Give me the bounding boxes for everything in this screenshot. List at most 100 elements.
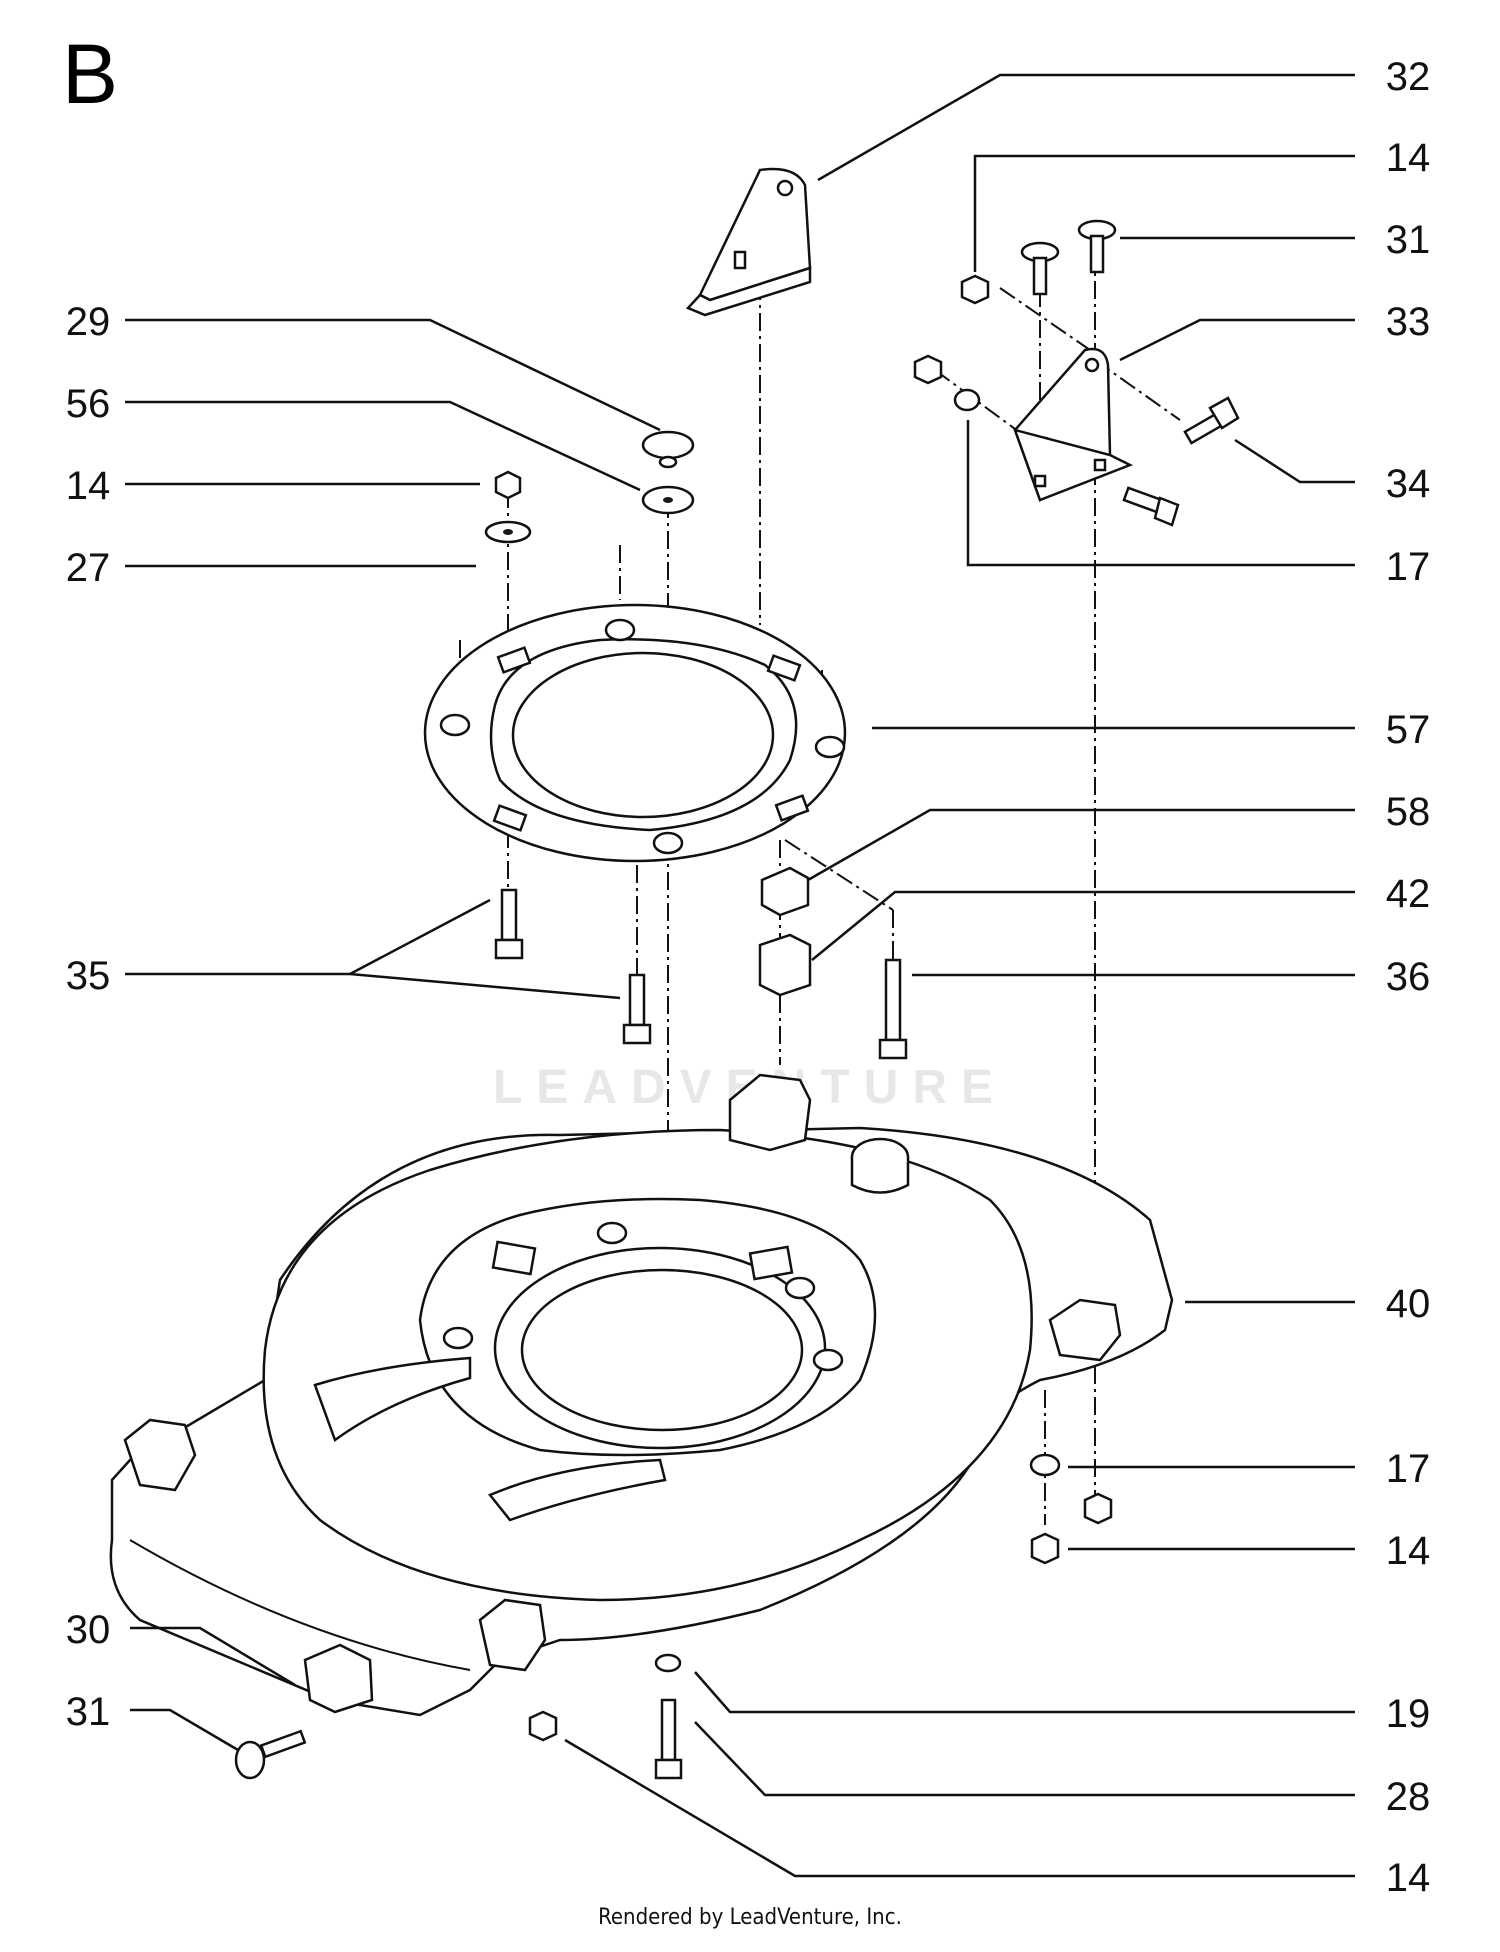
nut-14-lower-mid (1030, 1532, 1060, 1565)
leader-34 (1234, 438, 1355, 484)
callout-label-35: 35 (66, 954, 111, 998)
callout-label-14: 14 (1386, 1856, 1431, 1900)
callout-label-14: 14 (66, 464, 111, 508)
callout-label-19: 19 (1386, 1692, 1431, 1736)
callout-label-33: 33 (1386, 300, 1431, 344)
callout-label-29: 29 (66, 300, 111, 344)
motor-plate (423, 603, 847, 863)
callout-labels: 3214313334175758423640171419281429561427… (66, 55, 1431, 1900)
hardware (234, 219, 1240, 1780)
bolt-35-mid-shank (628, 973, 646, 1027)
washer-19 (654, 1653, 682, 1673)
bolt-36-shank (884, 958, 902, 1042)
motor-plate-hole-2 (604, 618, 636, 642)
leader-58 (807, 808, 1355, 882)
nut-14-upper-mid (913, 354, 943, 385)
callout-label-30: 30 (66, 1608, 111, 1652)
bracket-32-slot (733, 250, 747, 270)
bolt-35-mid-head (622, 1023, 652, 1045)
carriage-bolt-31-b-shank (1089, 234, 1105, 274)
clip-58 (760, 866, 810, 917)
deck-boss-4 (812, 1348, 844, 1372)
bracket-33-foot-slot-1 (1033, 474, 1047, 488)
leader-14-top (973, 154, 1355, 272)
leader-31-low (130, 1708, 239, 1752)
leader-29 (125, 318, 661, 432)
carriage-bolt-31-low-shank (259, 1729, 307, 1759)
bolt-34b-head (1153, 496, 1180, 527)
callout-label-28: 28 (1386, 1775, 1431, 1819)
bolt-36-head (878, 1038, 908, 1060)
leader-14-front (564, 1738, 1355, 1878)
callout-label-14: 14 (1386, 136, 1431, 180)
bolt-28-shank (660, 1698, 677, 1762)
bolt-35-left-head (494, 938, 524, 960)
callout-label-34: 34 (1386, 462, 1431, 506)
leaders-left (125, 318, 661, 1752)
deck-rim-edge (129, 1539, 471, 1671)
callout-label-17: 17 (1386, 1447, 1431, 1491)
leader-32 (817, 73, 1355, 182)
leader-17-top (966, 420, 1355, 567)
bracket-32-foot (685, 266, 812, 317)
callout-label-36: 36 (1386, 955, 1431, 999)
leader-30 (130, 1626, 296, 1687)
clip-30 (303, 1643, 374, 1714)
axis-nut-14-top (999, 287, 1091, 351)
bracket-32-hole (776, 179, 794, 197)
washer-56-hole (663, 497, 673, 503)
nut-14-top-right (960, 274, 990, 305)
knob-29 (641, 430, 695, 460)
leader-35 (125, 898, 491, 976)
deck-boss-3 (784, 1276, 816, 1300)
deck-discharge-slot-1 (313, 1356, 472, 1442)
bolt-28-head (654, 1758, 683, 1780)
deck-boss-2 (442, 1326, 474, 1350)
nut-14-front (528, 1710, 558, 1742)
axis-brush-diag (784, 839, 894, 911)
leader-56 (125, 400, 641, 492)
carriage-bolt-31-a-shank (1032, 256, 1048, 296)
leaders-right (564, 73, 1355, 1878)
bracket-33-foot-slot-2 (1093, 458, 1107, 472)
motor-plate-slot-1 (496, 646, 532, 674)
motor-plate-center-hole (511, 651, 775, 819)
axis-washer-17 (934, 369, 1031, 441)
brush-42 (758, 933, 812, 997)
callout-label-42: 42 (1386, 872, 1431, 916)
motor-plate-hole-4 (652, 831, 684, 855)
bracket-33-hole-top (1084, 357, 1100, 373)
callout-label-17: 17 (1386, 545, 1431, 589)
callout-label-58: 58 (1386, 790, 1431, 834)
bracket-32 (685, 167, 812, 317)
mower-deck (109, 1073, 1174, 1717)
deck-chute-body (850, 1157, 910, 1194)
footer-credit: Rendered by LeadVenture, Inc. (598, 1905, 902, 1930)
motor-plate-slot-3 (492, 804, 528, 832)
nut-14-lower-right (1083, 1492, 1113, 1525)
motor-plate-slot-4 (774, 794, 810, 822)
callout-label-31: 31 (66, 1690, 111, 1734)
deck-pad-2 (748, 1245, 794, 1281)
deck-pad-1 (491, 1240, 537, 1276)
deck-motor-opening (520, 1268, 804, 1432)
motor-plate-hole-1 (439, 713, 471, 737)
callout-label-40: 40 (1386, 1282, 1431, 1326)
washer-17-upper (953, 388, 981, 412)
carriage-bolt-31-low-head (234, 1740, 266, 1780)
callout-label-27: 27 (66, 546, 111, 590)
deck-motor-mount-block (728, 1073, 812, 1152)
washer-27-hole (503, 529, 513, 535)
leader-33 (1119, 318, 1355, 362)
leader-42 (811, 890, 1355, 961)
bracket-33 (1013, 347, 1134, 502)
knob-29-stem (658, 455, 678, 469)
leader-28 (694, 1721, 1355, 1797)
callout-label-31: 31 (1386, 218, 1431, 262)
motor-plate-hole-3 (814, 735, 846, 759)
leader-19 (694, 1671, 1355, 1714)
callout-label-56: 56 (66, 382, 111, 426)
sheet-label: B (62, 27, 119, 121)
leader-35-b (349, 972, 621, 1000)
